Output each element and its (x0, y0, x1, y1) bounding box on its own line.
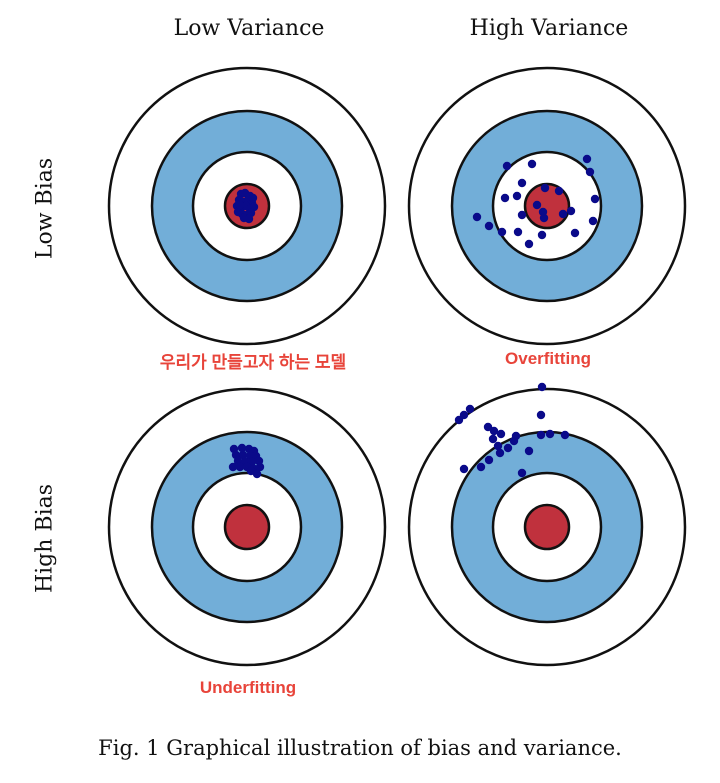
target-high-bias-high-variance (407, 382, 687, 667)
hit-point (517, 178, 527, 188)
hit-point (512, 191, 522, 201)
hit-point (558, 209, 568, 219)
hit-point (536, 430, 546, 440)
row-title-low-bias: Low Bias (32, 157, 58, 260)
column-title-low-variance: Low Variance (173, 16, 325, 41)
hit-point (537, 382, 547, 392)
hit-point (465, 404, 475, 414)
hit-point (517, 210, 527, 220)
column-title-high-variance: High Variance (469, 16, 629, 41)
label-target-model: 우리가 만들고자 하는 모델 (159, 353, 347, 372)
hit-point (540, 183, 550, 193)
bullseye (523, 503, 571, 551)
hit-point (554, 186, 564, 196)
hit-point (536, 410, 546, 420)
label-overfitting: Overfitting (505, 349, 591, 368)
hit-point (524, 239, 534, 249)
hit-point (483, 422, 493, 432)
hit-point (524, 446, 534, 456)
hit-point (488, 434, 498, 444)
hit-point (537, 230, 547, 240)
hit-point (532, 200, 542, 210)
hit-point (496, 429, 506, 439)
hit-point (502, 161, 512, 171)
hit-point (252, 469, 262, 479)
hit-point (484, 455, 494, 465)
hit-point (255, 462, 265, 472)
hit-point (228, 462, 238, 472)
hit-point (545, 429, 555, 439)
hit-point (235, 200, 245, 210)
bullseye (223, 503, 271, 551)
hit-point (513, 227, 523, 237)
hit-point (244, 214, 254, 224)
hit-point (588, 216, 598, 226)
hit-point (472, 212, 482, 222)
hit-point (476, 462, 486, 472)
hit-point (493, 441, 503, 451)
hit-point (484, 221, 494, 231)
target-low-bias-low-variance (107, 66, 387, 346)
hit-point (582, 154, 592, 164)
hit-point (517, 468, 527, 478)
hit-point (527, 159, 537, 169)
hit-point (248, 193, 258, 203)
hit-point (489, 426, 499, 436)
hit-point (237, 443, 247, 453)
hit-point (590, 194, 600, 204)
figure-caption: Fig. 1 Graphical illustration of bias an… (98, 736, 622, 760)
hit-point (566, 206, 576, 216)
hit-point (539, 213, 549, 223)
hit-point (585, 167, 595, 177)
hit-point (238, 450, 248, 460)
hit-point (454, 415, 464, 425)
row-title-high-bias: High Bias (32, 483, 58, 594)
label-underfitting: Underfitting (199, 678, 297, 697)
hit-point (500, 193, 510, 203)
hit-point (503, 443, 513, 453)
hit-point (570, 228, 580, 238)
hit-point (459, 464, 469, 474)
target-high-bias-low-variance (107, 387, 387, 667)
hit-point (560, 430, 570, 440)
hit-point (509, 436, 519, 446)
hit-point (235, 462, 245, 472)
hit-point (495, 448, 505, 458)
target-low-bias-high-variance (407, 66, 687, 346)
hit-point (497, 227, 507, 237)
